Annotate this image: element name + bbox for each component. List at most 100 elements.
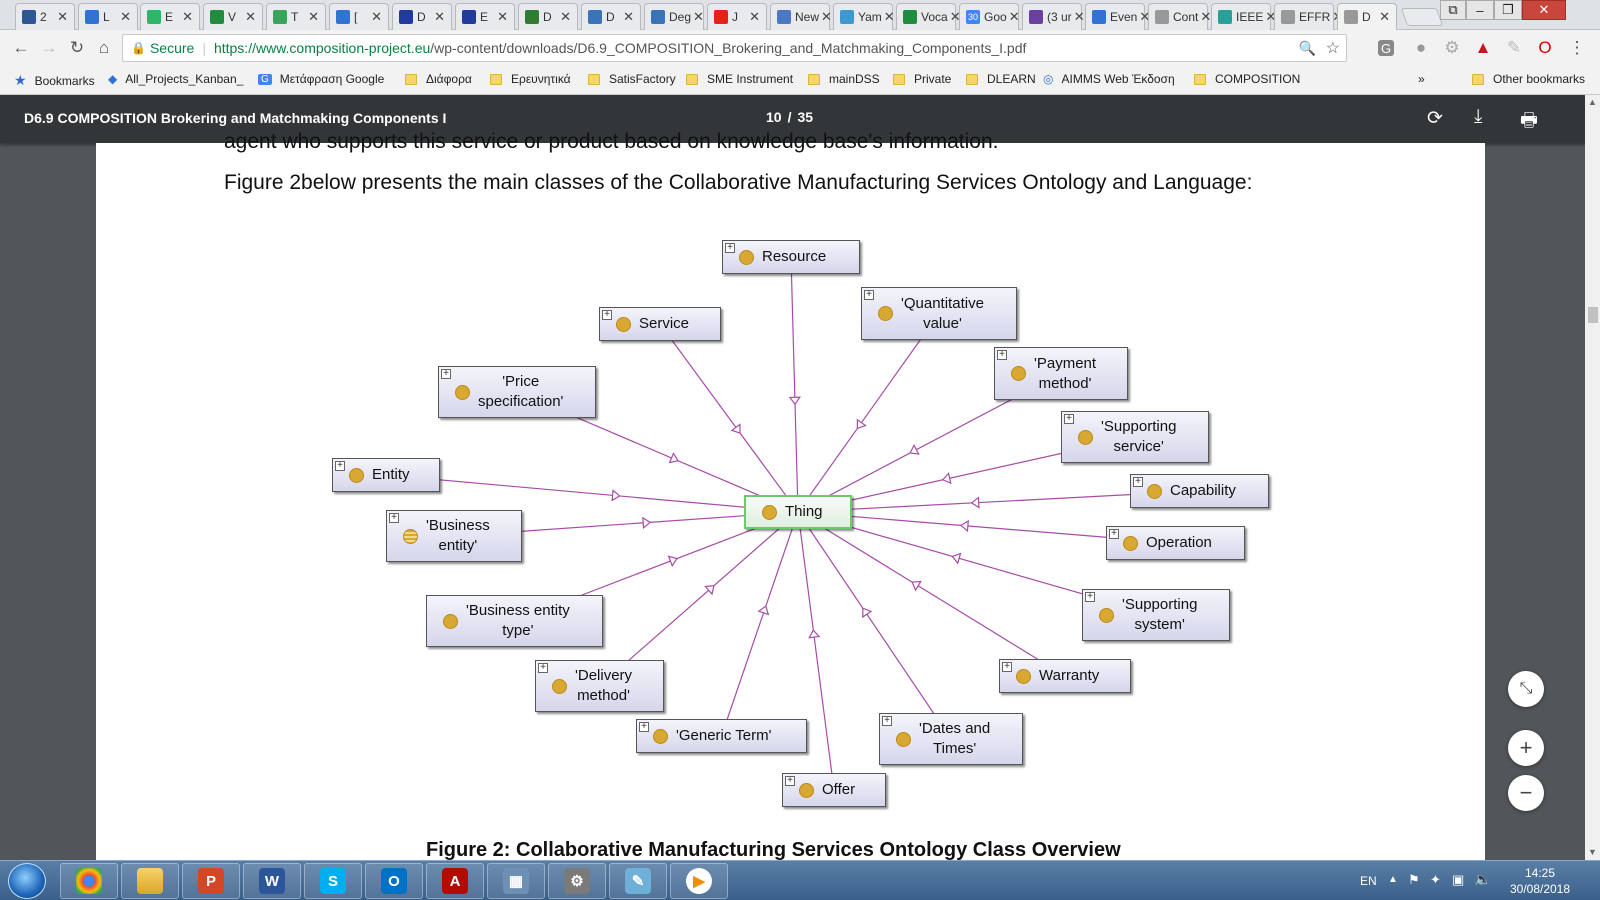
download-icon[interactable]: ⤓	[1474, 106, 1483, 127]
network-icon[interactable]: ▣	[1452, 872, 1465, 887]
expand-icon[interactable]: +	[725, 243, 735, 253]
taskbar-app-settings[interactable]: ⚙	[548, 863, 606, 899]
expand-icon[interactable]: +	[997, 350, 1007, 360]
bookmark-item[interactable]: mainDSS	[808, 72, 880, 86]
class-node-resource[interactable]: +Resource	[722, 240, 860, 274]
class-node-supporting-service[interactable]: +'Supporting service'	[1061, 411, 1209, 463]
browser-tab[interactable]: L✕	[78, 3, 138, 30]
bookmarks-overflow-chevron[interactable]: »	[1418, 72, 1425, 86]
home-icon[interactable]: ⌂	[98, 38, 110, 57]
tab-close-icon[interactable]: ✕	[1200, 9, 1212, 24]
tab-close-icon[interactable]: ✕	[120, 9, 131, 24]
tab-close-icon[interactable]: ✕	[1139, 9, 1151, 24]
expand-icon[interactable]: +	[335, 461, 345, 471]
back-arrow-icon[interactable]: ←	[12, 38, 30, 57]
zoom-in-button[interactable]: +	[1508, 730, 1544, 766]
dropbox-icon[interactable]: ✦	[1430, 872, 1441, 887]
bookmark-item[interactable]: COMPOSITION	[1194, 72, 1300, 86]
class-node-warranty[interactable]: +Warranty	[999, 659, 1131, 693]
taskbar-app-media-player[interactable]: ▶	[670, 863, 728, 899]
class-node-service[interactable]: +Service	[599, 307, 721, 341]
page-current[interactable]: 10	[766, 109, 782, 125]
print-icon[interactable]: 🖶	[1520, 110, 1538, 131]
tab-close-icon[interactable]: ✕	[1265, 9, 1277, 24]
browser-tab[interactable]: D✕	[392, 3, 452, 30]
class-node-entity[interactable]: +Entity	[332, 458, 440, 492]
tab-close-icon[interactable]: ✕	[749, 9, 760, 24]
bookmark-item[interactable]: Ερευνητικά	[490, 72, 571, 86]
browser-tab[interactable]: T✕	[266, 3, 326, 30]
show-hidden-icons-icon[interactable]: ▲	[1388, 874, 1398, 885]
extension-g-icon[interactable]: G	[1378, 40, 1394, 56]
class-node-price[interactable]: +'Price specification'	[438, 366, 596, 418]
address-bar[interactable]: 🔒 Secure | https://www.composition-proje…	[122, 34, 1347, 62]
restore-tabs-icon[interactable]: ⧉	[1440, 0, 1466, 20]
taskbar-app-powerpoint[interactable]: P	[182, 863, 240, 899]
vertical-scrollbar[interactable]: ▲ ▼	[1585, 95, 1600, 860]
browser-tab[interactable]: E✕	[455, 3, 515, 30]
expand-icon[interactable]: +	[1133, 477, 1143, 487]
minimize-button[interactable]: –	[1466, 0, 1494, 20]
bookmark-item[interactable]: Διάφορα	[405, 72, 472, 86]
expand-icon[interactable]: +	[441, 369, 451, 379]
close-window-button[interactable]: ✕	[1522, 0, 1566, 20]
zoom-icon[interactable]: 🔍	[1298, 39, 1316, 56]
scroll-up-arrow-icon[interactable]: ▲	[1588, 97, 1597, 107]
tab-close-icon[interactable]: ✕	[560, 9, 571, 24]
class-node-thing[interactable]: Thing	[744, 495, 852, 529]
tab-close-icon[interactable]: ✕	[1379, 9, 1390, 24]
tab-close-icon[interactable]: ✕	[182, 9, 193, 24]
taskbar-app-acrobat[interactable]: A	[426, 863, 484, 899]
extension-circle-icon[interactable]: ●	[1415, 38, 1427, 57]
tab-close-icon[interactable]: ✕	[434, 9, 445, 24]
taskbar-app-word[interactable]: W	[243, 863, 301, 899]
class-node-payment[interactable]: +'Payment method'	[994, 347, 1128, 400]
acrobat-extension-icon[interactable]: ▲	[1474, 38, 1492, 57]
tab-close-icon[interactable]: ✕	[949, 9, 961, 24]
browser-tab[interactable]: E✕	[140, 3, 200, 30]
bookmark-item[interactable]: SatisFactory	[588, 72, 676, 86]
rotate-icon[interactable]: ⟳	[1427, 108, 1443, 129]
taskbar-app-outlook[interactable]: O	[365, 863, 423, 899]
class-node-delivery[interactable]: +'Delivery method'	[535, 660, 664, 712]
browser-tab[interactable]: Voca✕	[896, 3, 961, 30]
browser-tab[interactable]: [✕	[329, 3, 389, 30]
taskbar-app-paint[interactable]: ✎	[609, 863, 667, 899]
expand-icon[interactable]: +	[538, 663, 548, 673]
star-icon[interactable]: ☆	[1325, 40, 1340, 57]
browser-tab[interactable]: 2✕	[15, 3, 75, 30]
browser-tab[interactable]: Even✕	[1085, 3, 1150, 30]
expand-icon[interactable]: +	[785, 776, 795, 786]
tab-close-icon[interactable]: ✕	[245, 9, 256, 24]
zoom-out-button[interactable]: −	[1508, 775, 1544, 811]
tab-close-icon[interactable]: ✕	[57, 9, 68, 24]
class-node-operation[interactable]: +Operation	[1106, 526, 1245, 560]
scroll-down-arrow-icon[interactable]: ▼	[1588, 847, 1597, 857]
browser-tab[interactable]: Cont✕	[1148, 3, 1212, 30]
scroll-thumb[interactable]	[1588, 307, 1598, 323]
start-button[interactable]	[8, 863, 46, 899]
class-node-generic-term[interactable]: +'Generic Term'	[636, 719, 807, 753]
browser-tab[interactable]: EFFR✕	[1274, 3, 1343, 30]
taskbar-app-skype[interactable]: S	[304, 863, 362, 899]
opera-extension-icon[interactable]: O	[1538, 38, 1552, 57]
language-indicator[interactable]: EN	[1360, 874, 1377, 888]
bookmark-item[interactable]: DLEARN	[966, 72, 1036, 86]
forward-arrow-icon[interactable]: →	[40, 38, 58, 57]
chrome-menu-icon[interactable]: ⋮	[1568, 38, 1586, 57]
tab-close-icon[interactable]: ✕	[1073, 9, 1085, 24]
browser-tab[interactable]: D✕	[1337, 3, 1397, 30]
expand-icon[interactable]: +	[1064, 414, 1074, 424]
reload-icon[interactable]: ↻	[69, 38, 85, 57]
browser-tab[interactable]: New✕	[770, 3, 832, 30]
extension-feather-icon[interactable]: ✎	[1506, 38, 1522, 57]
maximize-button[interactable]: ❐	[1494, 0, 1522, 20]
new-tab-button[interactable]	[1400, 8, 1444, 26]
browser-tab[interactable]: D✕	[581, 3, 641, 30]
class-node-quantitative[interactable]: +'Quantitative value'	[861, 287, 1017, 340]
bookmark-item[interactable]: ◎AIMMS Web Έκδοση	[1043, 72, 1175, 86]
clock[interactable]: 14:25 30/08/2018	[1500, 865, 1580, 897]
bookmarks-star[interactable]: ★Bookmarks	[14, 72, 95, 89]
